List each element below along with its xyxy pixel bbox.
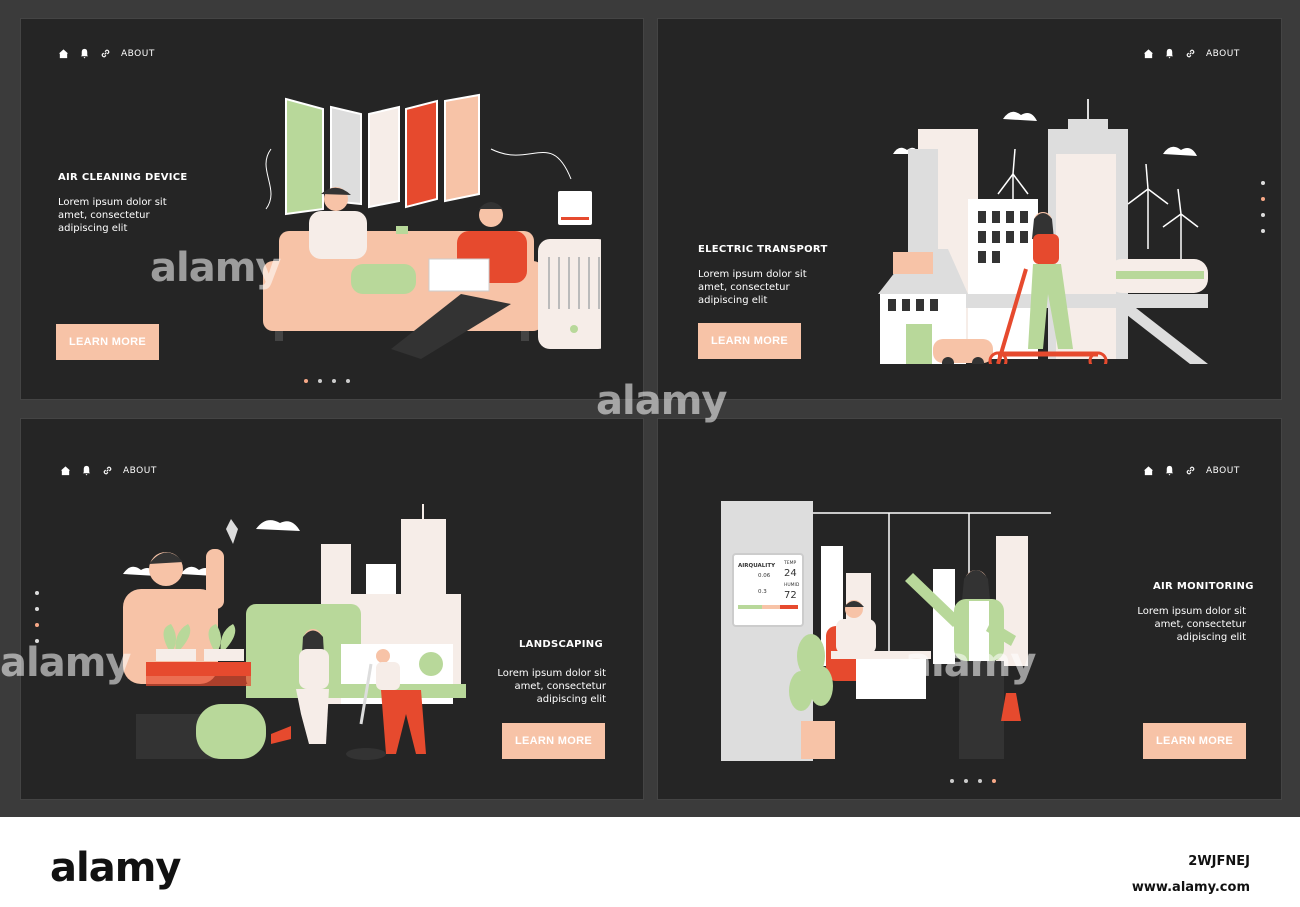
dot[interactable] xyxy=(964,779,968,783)
pagination-dots xyxy=(950,779,996,783)
air-cleaning-illustration xyxy=(263,93,601,359)
bell-icon[interactable] xyxy=(79,48,90,59)
top-nav: ABOUT xyxy=(58,48,155,59)
dot[interactable] xyxy=(1261,213,1265,217)
panel-title: AIR MONITORING xyxy=(1153,581,1254,592)
watermark: alamy xyxy=(150,245,281,291)
bell-icon[interactable] xyxy=(1164,48,1175,59)
panel-description: Lorem ipsum dolor sit amet, consectetur … xyxy=(58,197,167,234)
pagination-dots xyxy=(304,379,350,383)
dot[interactable] xyxy=(304,379,308,383)
home-icon[interactable] xyxy=(60,465,71,476)
panel-landscaping: ABOUT LANDSCAPING Lorem ipsum dolor sit … xyxy=(20,418,644,800)
learn-more-button[interactable]: LEARN MORE xyxy=(56,324,159,360)
humid-value: 72 xyxy=(784,590,797,601)
watermark: alamy xyxy=(596,378,727,424)
panel-description: Lorem ipsum dolor sit amet, consectetur … xyxy=(698,269,807,306)
pagination-dots-vertical xyxy=(1261,181,1265,233)
watermark: alamy xyxy=(905,640,1036,686)
panel-title: LANDSCAPING xyxy=(519,639,603,650)
learn-more-button[interactable]: LEARN MORE xyxy=(698,323,801,359)
temp-value: 24 xyxy=(784,568,797,579)
dot[interactable] xyxy=(35,623,39,627)
dot[interactable] xyxy=(978,779,982,783)
temp-label: TEMP xyxy=(784,561,797,566)
top-nav: ABOUT xyxy=(60,465,157,476)
filter-panels xyxy=(285,93,480,216)
link-icon[interactable] xyxy=(100,48,111,59)
about-link[interactable]: ABOUT xyxy=(1206,48,1240,59)
link-icon[interactable] xyxy=(102,465,113,476)
quality-bar xyxy=(738,605,798,609)
panel-electric-transport: ABOUT ELECTRIC TRANSPORT Lorem ipsum dol… xyxy=(657,18,1282,400)
top-nav: ABOUT xyxy=(1143,465,1240,476)
stock-footer: alamy 2WJFNEJ www.alamy.com xyxy=(0,817,1300,907)
link-icon[interactable] xyxy=(1185,48,1196,59)
dot[interactable] xyxy=(318,379,322,383)
pagination-dots-vertical xyxy=(35,591,39,643)
dot[interactable] xyxy=(1261,229,1265,233)
dot[interactable] xyxy=(1261,197,1265,201)
watermark: alamy xyxy=(0,640,131,686)
bell-icon[interactable] xyxy=(1164,465,1175,476)
dot[interactable] xyxy=(346,379,350,383)
home-icon[interactable] xyxy=(1143,465,1154,476)
link-icon[interactable] xyxy=(1185,465,1196,476)
monitor-v2: 0.3 xyxy=(758,589,767,595)
office-illustration xyxy=(721,501,1051,761)
dot[interactable] xyxy=(950,779,954,783)
monitor-label: AIRQUALITY xyxy=(738,563,776,569)
bell-icon[interactable] xyxy=(81,465,92,476)
learn-more-button[interactable]: LEARN MORE xyxy=(1143,723,1246,759)
panel-air-cleaning: ABOUT AIR CLEANING DEVICE Lorem ipsum do… xyxy=(20,18,644,400)
top-nav: ABOUT xyxy=(1143,48,1240,59)
dot[interactable] xyxy=(1261,181,1265,185)
dot[interactable] xyxy=(35,607,39,611)
about-link[interactable]: ABOUT xyxy=(1206,465,1240,476)
electric-transport-illustration xyxy=(878,99,1208,364)
humid-label: HUMID xyxy=(784,583,800,588)
dot[interactable] xyxy=(35,591,39,595)
monitor-v1: 0.06 xyxy=(758,573,771,579)
landscaping-illustration xyxy=(123,504,466,760)
air-quality-monitor: AIRQUALITY 0.06 0.3 TEMP 24 HUMID 72 xyxy=(732,553,804,627)
dot[interactable] xyxy=(992,779,996,783)
learn-more-button[interactable]: LEARN MORE xyxy=(502,723,605,759)
about-link[interactable]: ABOUT xyxy=(123,465,157,476)
dot[interactable] xyxy=(332,379,336,383)
panel-title: AIR CLEANING DEVICE xyxy=(58,172,188,183)
stock-url: www.alamy.com xyxy=(1131,880,1250,895)
home-icon[interactable] xyxy=(58,48,69,59)
image-id: 2WJFNEJ xyxy=(1188,854,1250,869)
panel-description: Lorem ipsum dolor sit amet, consectetur … xyxy=(1137,606,1246,643)
panel-title: ELECTRIC TRANSPORT xyxy=(698,244,828,255)
panel-air-monitoring: ABOUT AIR MONITORING Lorem ipsum dolor s… xyxy=(657,418,1282,800)
panel-description: Lorem ipsum dolor sit amet, consectetur … xyxy=(497,668,606,705)
dot[interactable] xyxy=(35,639,39,643)
stock-logo: alamy xyxy=(50,845,181,891)
home-icon[interactable] xyxy=(1143,48,1154,59)
about-link[interactable]: ABOUT xyxy=(121,48,155,59)
